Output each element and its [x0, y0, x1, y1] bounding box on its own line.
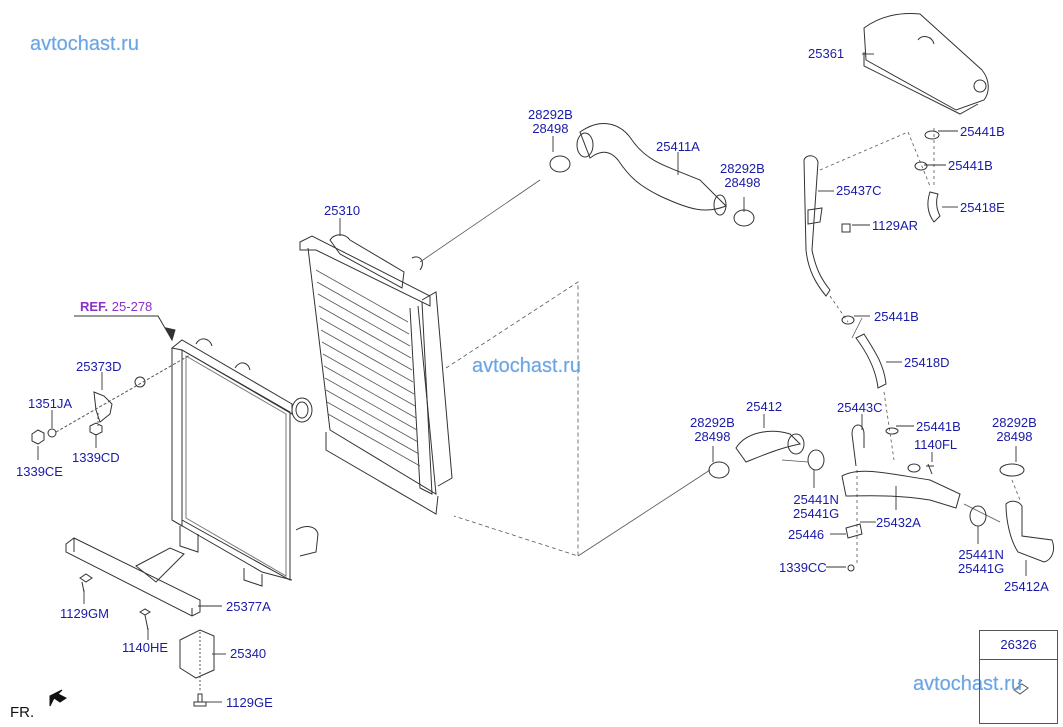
reservoir-tank-drawing [863, 13, 989, 223]
leader-lines [37, 53, 1027, 703]
front-orientation-label: FR. [10, 704, 35, 721]
clip-icon [1013, 679, 1029, 695]
part-label-1129ge[interactable]: 1129GE [226, 695, 273, 710]
part-label-25443c[interactable]: 25443C [837, 400, 883, 415]
part-label-25310[interactable]: 25310 [324, 203, 361, 218]
front-direction-arrow-icon [49, 689, 67, 707]
part-label-25418e[interactable]: 25418E [960, 200, 1005, 215]
watermark: avtochast.ru [913, 673, 1022, 695]
part-label-25411a[interactable]: 25411A [656, 139, 700, 154]
part-number: 28292B [992, 415, 1037, 430]
part-label-1339ce[interactable]: 1339CE [16, 464, 63, 479]
part-label-25441b[interactable]: 25441B [948, 158, 993, 173]
watermark: avtochast.ru [30, 33, 139, 55]
part-label-28292b[interactable]: 28292B 28498 [528, 108, 573, 136]
part-number: 28292B [720, 161, 765, 176]
part-number: 28498 [996, 429, 1033, 444]
guide-lines [419, 128, 1021, 566]
part-number: 28498 [724, 175, 761, 190]
part-number: 28292B [528, 107, 573, 122]
part-label-25441b[interactable]: 25441B [874, 309, 919, 324]
part-label-25377a[interactable]: 25377A [226, 599, 271, 614]
hose-25411a-drawing [549, 123, 755, 227]
part-label-1351ja[interactable]: 1351JA [28, 396, 73, 411]
part-number: 28498 [694, 429, 731, 444]
part-number: 25441N [958, 547, 1004, 562]
part-label-28292b[interactable]: 28292B 28498 [992, 416, 1037, 444]
part-number: 25441N [793, 492, 839, 507]
part-label-25412a[interactable]: 25412A [1004, 579, 1049, 594]
part-label-1129ar[interactable]: 1129AR [872, 218, 919, 233]
lower-bracket-drawing [65, 537, 215, 707]
part-label-25418d[interactable]: 25418D [904, 355, 950, 370]
part-label-25432a[interactable]: 25432A [876, 515, 921, 530]
part-label-1339cd[interactable]: 1339CD [72, 450, 120, 465]
part-label-25446[interactable]: 25446 [788, 527, 825, 542]
bracket-hardware-drawing [31, 354, 191, 445]
part-label-28292b[interactable]: 28292B 28498 [690, 416, 735, 444]
part-number: 25441G [958, 561, 1005, 576]
intercooler-drawing [170, 338, 319, 587]
reference-code: 25-278 [111, 299, 153, 314]
part-label-25441n[interactable]: 25441N 25441G [958, 548, 1004, 576]
pipe-25437c-drawing [803, 155, 855, 325]
part-label-25340[interactable]: 25340 [230, 646, 267, 661]
part-label-25437c[interactable]: 25437C [836, 183, 882, 198]
part-label-25361[interactable]: 25361 [808, 46, 845, 61]
part-number: 28498 [532, 121, 569, 136]
reference-prefix: REF. [80, 299, 109, 314]
part-label-1140fl[interactable]: 1140FL [914, 437, 958, 452]
hose-25418d-drawing [855, 333, 887, 389]
part-number: 28292B [690, 415, 735, 430]
lower-hoses-drawing [708, 424, 1055, 572]
part-label-25441b[interactable]: 25441B [916, 419, 961, 434]
part-label-25441n[interactable]: 25441N 25441G [793, 493, 839, 521]
part-label-1339cc[interactable]: 1339CC [779, 560, 827, 575]
part-label-1129gm[interactable]: 1129GM [60, 606, 109, 621]
reference-label[interactable]: REF. 25-278 [80, 299, 152, 314]
watermark: avtochast.ru [472, 355, 581, 377]
legend-box: 26326 [979, 630, 1058, 724]
part-label-28292b[interactable]: 28292B 28498 [720, 162, 765, 190]
part-number: 25441G [793, 506, 840, 521]
part-label-25412[interactable]: 25412 [746, 399, 783, 414]
part-label-25441b[interactable]: 25441B [960, 124, 1005, 139]
radiator-drawing [299, 234, 453, 515]
part-label-25373d[interactable]: 25373D [76, 359, 122, 374]
legend-part-number[interactable]: 26326 [980, 631, 1057, 660]
part-label-1140he[interactable]: 1140HE [122, 640, 169, 655]
